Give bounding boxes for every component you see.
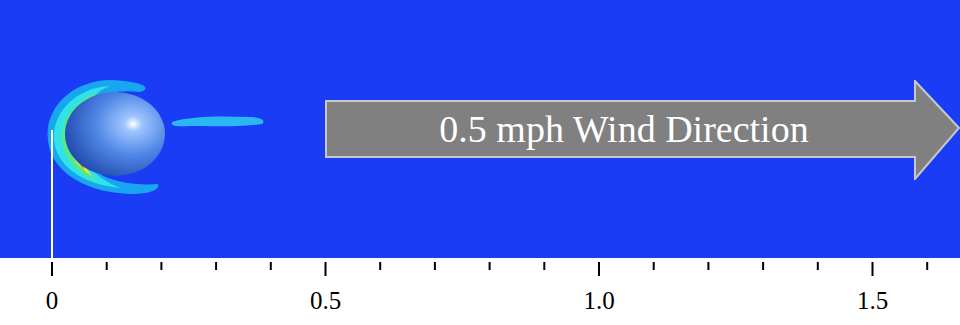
minor-tick — [270, 262, 272, 270]
flow-field — [0, 0, 960, 258]
axis-tick-label: 0 — [46, 288, 59, 313]
minor-tick — [762, 262, 764, 270]
axis-tick-label: 1.0 — [583, 288, 614, 313]
minor-tick — [489, 262, 491, 270]
minor-tick — [106, 262, 108, 270]
minor-tick — [160, 262, 162, 270]
major-tick — [598, 262, 600, 276]
major-tick — [872, 262, 874, 276]
axis-tick-label: 1.5 — [857, 288, 888, 313]
minor-tick — [434, 262, 436, 270]
minor-tick — [543, 262, 545, 270]
minor-tick — [653, 262, 655, 270]
minor-tick — [926, 262, 928, 270]
major-tick — [325, 262, 327, 276]
arrow-outline — [326, 81, 959, 179]
minor-tick — [379, 262, 381, 270]
sphere-object — [65, 92, 165, 176]
axis-ticks — [52, 262, 927, 276]
minor-tick — [817, 262, 819, 270]
minor-tick — [215, 262, 217, 270]
wind-arrow: 0.5 mph Wind Direction — [325, 80, 960, 180]
major-tick — [51, 262, 53, 276]
arrow-label: 0.5 mph Wind Direction — [439, 110, 808, 148]
axis-tick-label: 0.5 — [310, 288, 341, 313]
minor-tick — [707, 262, 709, 270]
reference-line — [51, 130, 53, 292]
wake-contour — [172, 117, 264, 127]
